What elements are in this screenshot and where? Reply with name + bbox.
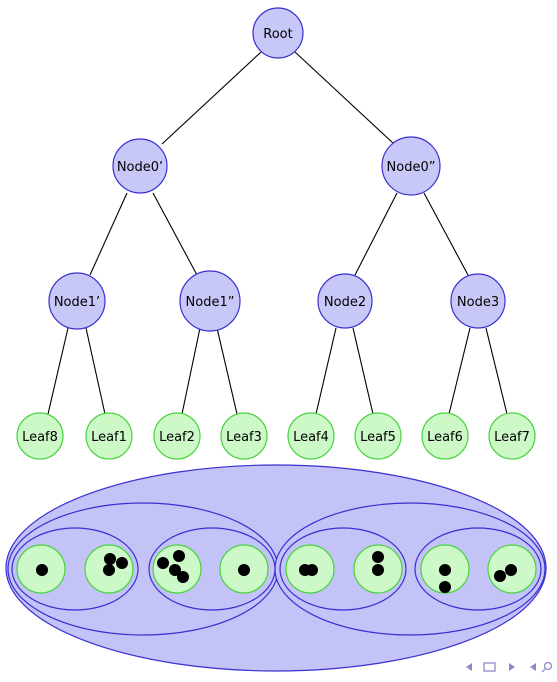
edge-node3-leaf7 <box>485 327 508 415</box>
leaf-node-leaf5: Leaf5 <box>354 412 402 460</box>
tree-node-node1b-label: Node1” <box>186 295 235 310</box>
leaf-node-leaf4-circle <box>287 412 335 460</box>
leaf-node-leaf7: Leaf7 <box>488 412 536 460</box>
edge-node2-leaf4 <box>315 327 337 415</box>
data-point <box>157 557 169 569</box>
data-point <box>306 564 318 576</box>
data-point <box>505 564 517 576</box>
leaf-node-leaf1-circle <box>85 412 133 460</box>
tree-node-node2-label: Node2 <box>324 295 366 310</box>
leaf-nodes: Leaf8 Leaf1 Leaf2 Leaf3 Leaf4 Leaf5 Leaf… <box>16 412 536 460</box>
leaf-node-leaf8-label: Leaf8 <box>22 430 58 445</box>
leaf-node-leaf6: Leaf6 <box>421 412 469 460</box>
edge-node0b-node2 <box>354 192 398 276</box>
edge-node1b-leaf3 <box>216 327 238 415</box>
tree-edges <box>47 51 508 415</box>
tree-node-node2-circle <box>317 273 373 329</box>
data-point <box>103 564 115 576</box>
tree-node-node0b-circle <box>381 136 441 196</box>
data-point <box>238 564 250 576</box>
navigation-bar <box>466 661 553 673</box>
edge-node0b-node3 <box>423 192 469 276</box>
search-icon[interactable] <box>541 661 553 673</box>
tree-node-node3: Node3 <box>450 273 506 329</box>
leaf-node-leaf2: Leaf2 <box>153 412 201 460</box>
leaf-node-leaf3-label: Leaf3 <box>226 430 262 445</box>
data-point <box>494 570 506 582</box>
leaf-node-leaf1-label: Leaf1 <box>91 430 127 445</box>
leaf-node-leaf3: Leaf3 <box>220 412 268 460</box>
data-points <box>36 550 517 593</box>
leaf-node-leaf5-label: Leaf5 <box>360 430 396 445</box>
root-node-circle <box>252 7 304 59</box>
arrow-right-icon[interactable] <box>509 663 515 671</box>
tree-node-node3-label: Node3 <box>457 295 499 310</box>
edge-node0a-node1a <box>89 192 128 276</box>
tree-node-node1b: Node1” <box>179 270 241 332</box>
leaf-node-leaf8-circle <box>16 412 64 460</box>
leaf-node-leaf2-circle <box>153 412 201 460</box>
data-point <box>169 564 181 576</box>
leaf-node-leaf7-circle <box>488 412 536 460</box>
leaf-node-leaf4-label: Leaf4 <box>293 430 329 445</box>
edge-node0a-node1b <box>152 192 198 276</box>
data-point <box>372 564 384 576</box>
tree-node-node2: Node2 <box>317 273 373 329</box>
tree-node-node0a: Node0’ <box>112 138 168 194</box>
leaf-node-leaf5-circle <box>354 412 402 460</box>
data-point <box>177 571 189 583</box>
edge-root-node0a <box>161 51 262 145</box>
tree-node-node1a: Node1’ <box>48 272 106 330</box>
leaf-node-leaf8: Leaf8 <box>16 412 64 460</box>
data-point <box>104 553 116 565</box>
root-node: Root <box>252 7 304 59</box>
leaf-node-leaf6-label: Leaf6 <box>427 430 463 445</box>
edge-root-node0b <box>294 51 395 145</box>
tree-node-node0b-label: Node0” <box>387 160 436 175</box>
tree-node-node3-circle <box>450 273 506 329</box>
leaf-node-leaf4: Leaf4 <box>287 412 335 460</box>
edge-node2-leaf5 <box>352 327 374 415</box>
data-point <box>116 557 128 569</box>
tree-node-node0a-label: Node0’ <box>117 160 163 175</box>
data-point <box>439 564 451 576</box>
edge-node1a-leaf1 <box>85 327 106 415</box>
leaf-node-leaf2-label: Leaf2 <box>159 430 195 445</box>
data-point <box>36 564 48 576</box>
tree-node-node0a-circle <box>112 138 168 194</box>
internal-nodes: Root Node0’ Node0” Node1’ Node1” Node2 N… <box>48 7 506 332</box>
tree-node-node1a-circle <box>48 272 106 330</box>
leaf-node-leaf1: Leaf1 <box>85 412 133 460</box>
data-point <box>173 550 185 562</box>
tree-node-node1a-label: Node1’ <box>54 295 100 310</box>
tree-node-node0b: Node0” <box>381 136 441 196</box>
leaf-node-leaf6-circle <box>421 412 469 460</box>
arrow-left-icon[interactable] <box>530 663 536 671</box>
edge-node1b-leaf2 <box>181 327 201 415</box>
edge-node1a-leaf8 <box>47 327 69 415</box>
leaf-node-leaf3-circle <box>220 412 268 460</box>
leaf-node-leaf7-label: Leaf7 <box>494 430 530 445</box>
data-point <box>372 551 384 563</box>
tree-node-node1b-circle <box>179 270 241 332</box>
frame-icon[interactable] <box>483 662 496 672</box>
data-point <box>439 581 451 593</box>
partition-view <box>5 464 547 672</box>
root-node-label: Root <box>263 27 292 42</box>
arrow-left-icon[interactable] <box>466 663 472 671</box>
edge-node3-leaf6 <box>448 327 471 415</box>
